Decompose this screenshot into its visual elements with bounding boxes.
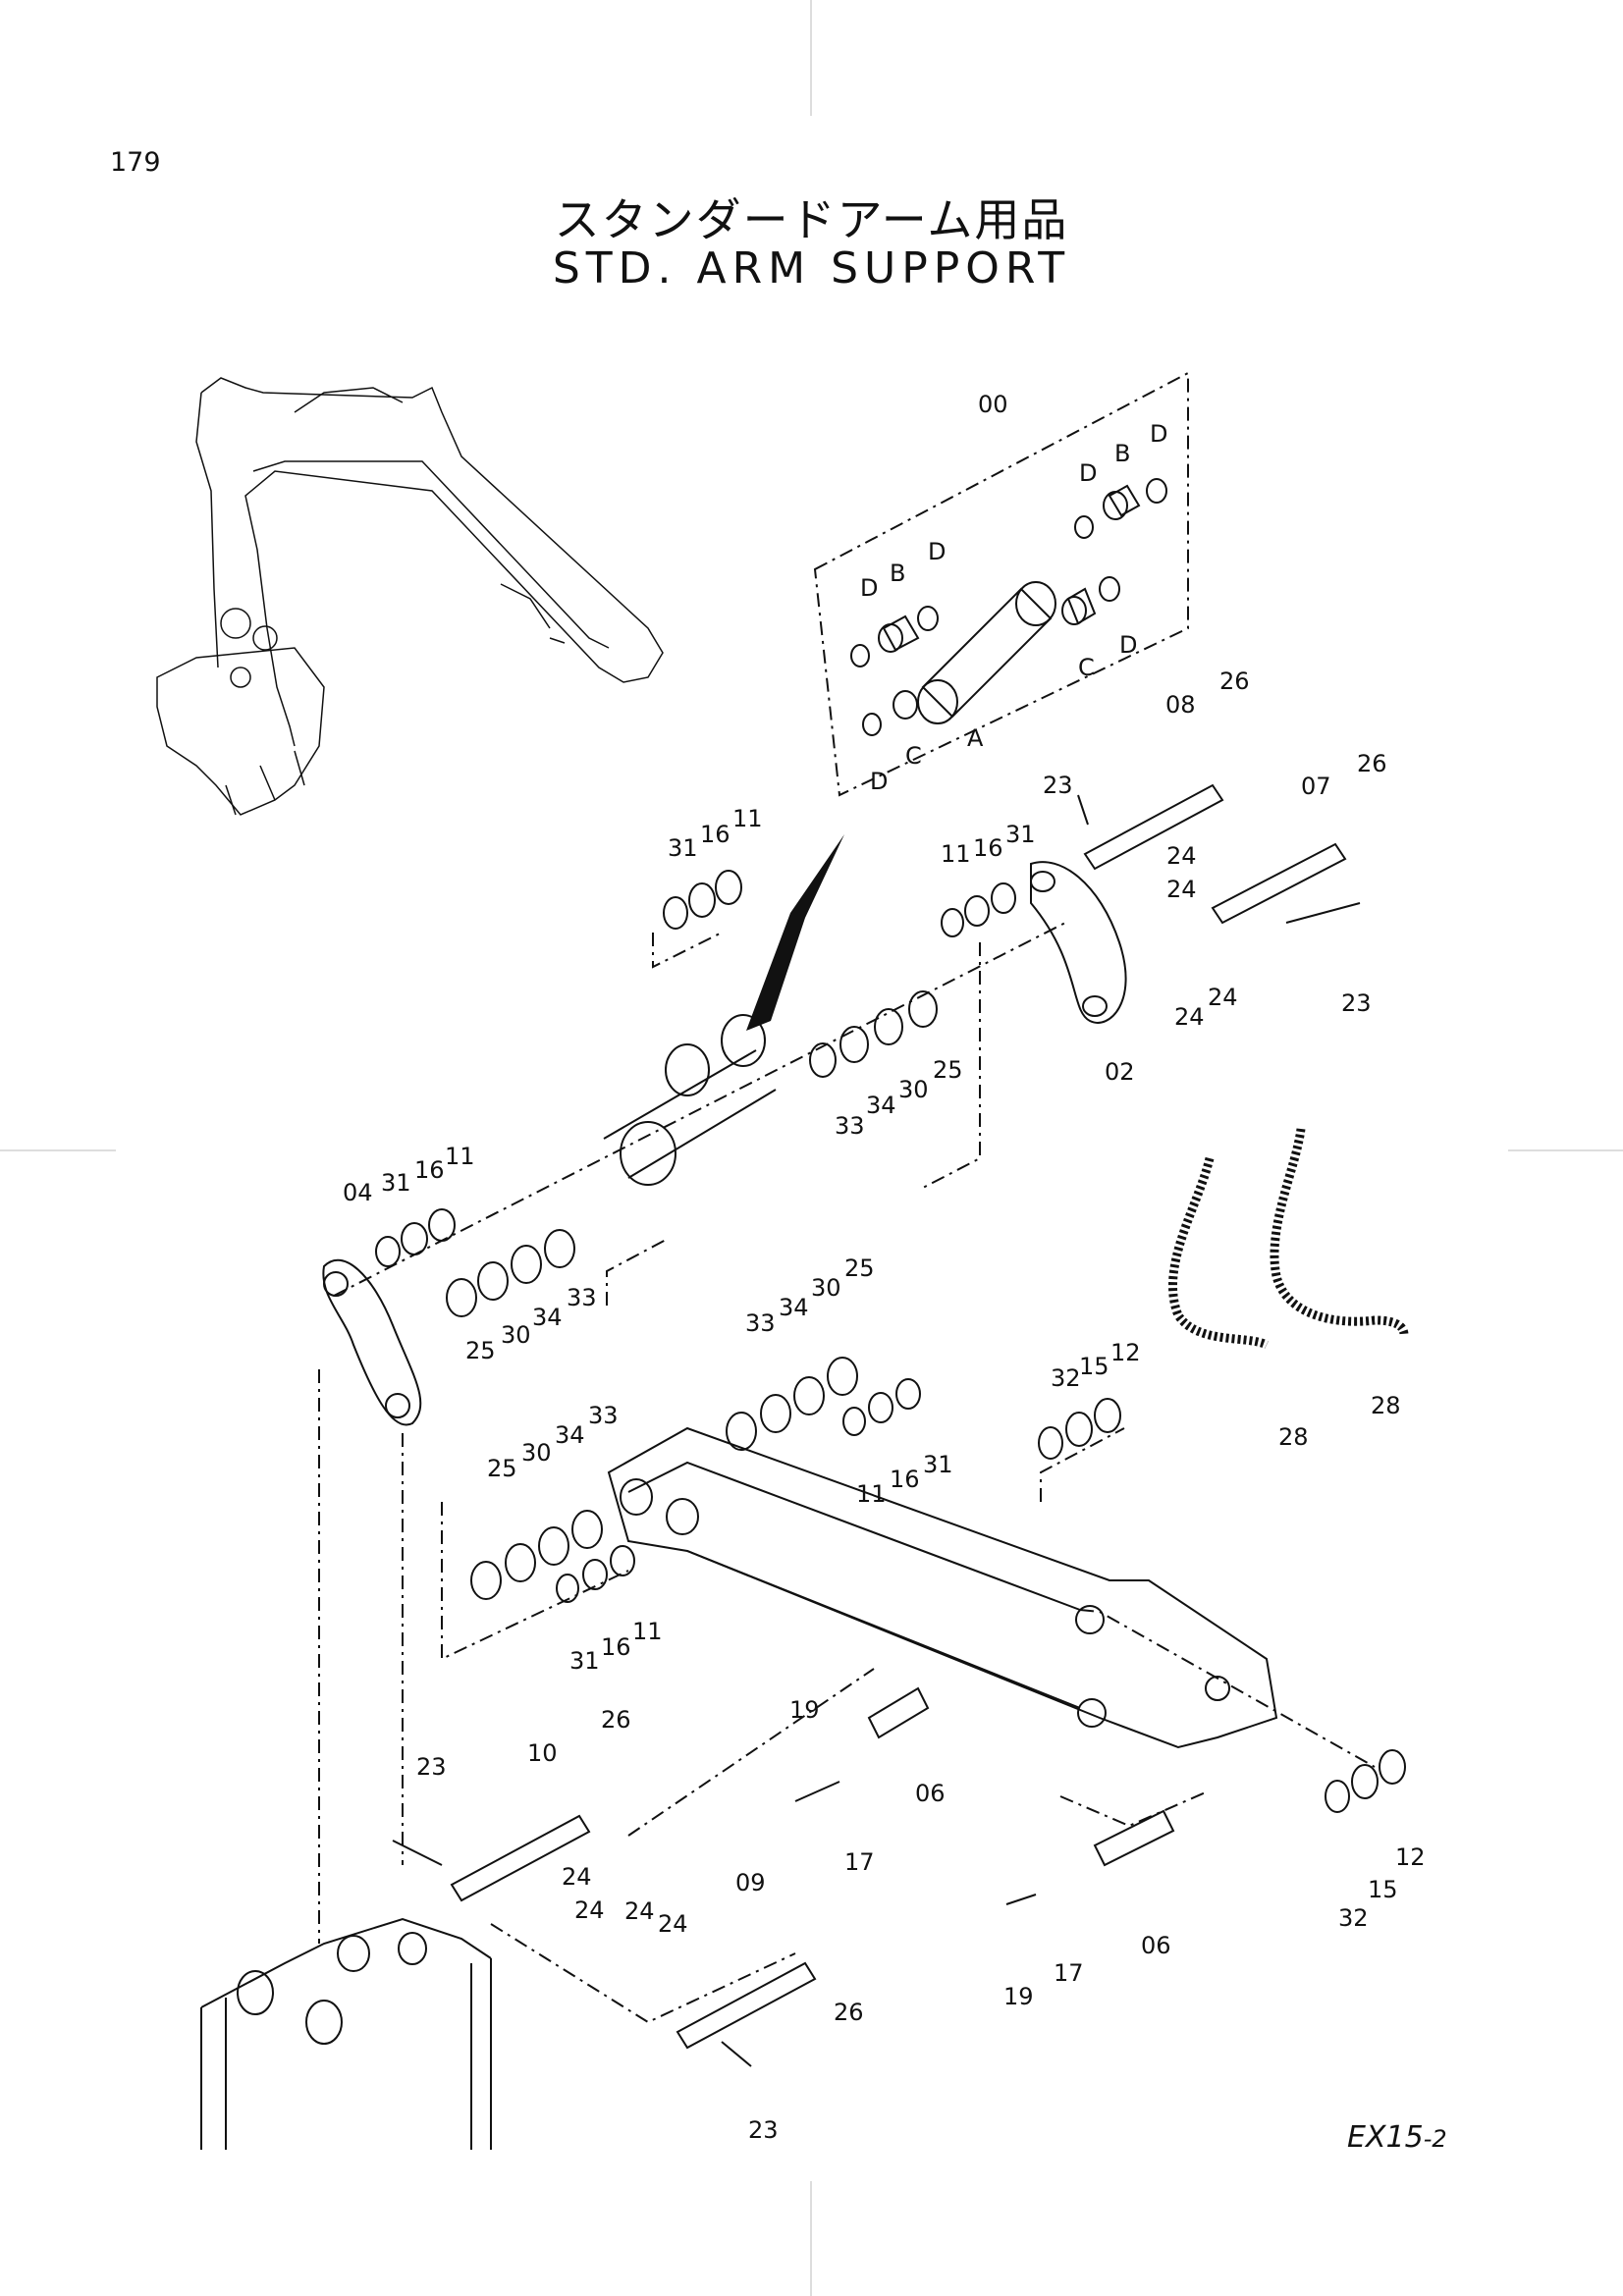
callout-label: 30: [898, 1076, 929, 1103]
bushing-kit-parts: [850, 478, 1167, 736]
callout-label: 11: [856, 1480, 887, 1508]
callout-label: 24: [574, 1896, 605, 1924]
callout-label: 23: [416, 1753, 447, 1781]
model-name: EX15: [1347, 2120, 1424, 2155]
callout-label: 16: [601, 1633, 631, 1661]
callout-label: 26: [1219, 667, 1250, 695]
callout-label: A: [967, 724, 984, 752]
callout-label: 32: [1051, 1364, 1081, 1392]
callout-label: 31: [923, 1451, 953, 1478]
callout-label: 34: [532, 1304, 563, 1331]
callout-label: 24: [1166, 842, 1197, 870]
callout-label: 30: [521, 1439, 552, 1467]
callout-label: D: [1119, 631, 1137, 659]
callout-label: 34: [779, 1294, 809, 1321]
callout-label: 23: [748, 2116, 779, 2144]
callout-label: C: [905, 742, 922, 770]
callout-label: 16: [414, 1156, 445, 1184]
callout-label: 12: [1395, 1843, 1426, 1871]
callout-label: 30: [501, 1321, 531, 1349]
callout-label: 24: [658, 1910, 688, 1938]
callout-label: 25: [844, 1255, 875, 1282]
callout-label: 16: [700, 821, 730, 848]
swing-bracket-body: [607, 1426, 1376, 1768]
title-english: STD. ARM SUPPORT: [552, 243, 1071, 294]
callout-label: 26: [601, 1706, 631, 1734]
callout-label: 32: [1338, 1904, 1369, 1932]
callout-label: D: [1079, 459, 1097, 487]
callout-label: 15: [1079, 1353, 1109, 1380]
callout-label: 25: [465, 1337, 496, 1364]
callout-label: 11: [941, 840, 971, 868]
washers: [375, 870, 1406, 1813]
callout-label: 25: [933, 1056, 963, 1084]
callout-label: 28: [1278, 1423, 1309, 1451]
callout-label: 34: [555, 1421, 585, 1449]
callout-label: 15: [1368, 1876, 1398, 1903]
pins-hardware: [392, 783, 1361, 2067]
callout-label: 17: [844, 1848, 875, 1876]
main-pivot-assembly: [318, 861, 1406, 1944]
callout-label: 23: [1043, 772, 1073, 799]
callout-label: 24: [1174, 1003, 1205, 1031]
callout-label: 24: [1166, 876, 1197, 903]
callout-label: 24: [562, 1863, 592, 1891]
callout-label: 16: [890, 1466, 920, 1493]
callout-label: 34: [866, 1092, 896, 1119]
callout-label: C: [1078, 654, 1095, 681]
callout-label: 31: [569, 1647, 600, 1675]
callout-label: D: [1150, 420, 1167, 448]
callout-label: 11: [732, 805, 763, 832]
callout-label: 00: [978, 391, 1008, 418]
callout-label: D: [870, 768, 888, 795]
callout-label: 16: [973, 834, 1003, 862]
excavator-overview: [156, 377, 664, 816]
title-japanese: スタンダードアーム用品: [554, 193, 1069, 246]
callout-label: 24: [624, 1897, 655, 1925]
callout-label: 30: [811, 1274, 841, 1302]
callout-label: 10: [527, 1739, 558, 1767]
callout-label: 26: [1357, 750, 1387, 777]
hoses: [1168, 1128, 1409, 1350]
bushing-kit-boundary: [746, 371, 1189, 1031]
callout-label: 33: [567, 1284, 597, 1311]
callout-label: 33: [745, 1309, 776, 1337]
callout-label: 31: [668, 834, 698, 862]
callout-label: B: [890, 560, 905, 587]
callout-label: 28: [1371, 1392, 1401, 1419]
callout-label: 33: [835, 1112, 865, 1140]
callout-label: 11: [632, 1618, 663, 1645]
callout-label: 31: [1005, 821, 1036, 848]
callout-label: 31: [381, 1169, 411, 1197]
boom-foot: [200, 1917, 492, 2150]
callout-label: 12: [1110, 1339, 1141, 1366]
page-number: 179: [110, 147, 161, 178]
callout-label: D: [860, 574, 878, 602]
callout-label: 07: [1301, 773, 1331, 800]
callout-label: 19: [789, 1696, 820, 1724]
callout-label: 06: [1141, 1932, 1171, 1959]
kit-pointer-arrow: [746, 834, 844, 1031]
callout-label: 06: [915, 1780, 946, 1807]
callout-label: 04: [343, 1179, 373, 1206]
model-suffix: -2: [1423, 2125, 1447, 2153]
callout-label: 23: [1341, 989, 1372, 1017]
callout-label: 33: [588, 1402, 619, 1429]
callout-label: D: [928, 538, 946, 565]
callout-label: 24: [1208, 984, 1238, 1011]
callout-label: 25: [487, 1455, 517, 1482]
callout-label: B: [1114, 440, 1130, 467]
callout-label: 17: [1054, 1959, 1084, 1987]
callout-label: 02: [1105, 1058, 1135, 1086]
callout-label: 09: [735, 1869, 766, 1896]
callout-label: 08: [1165, 691, 1196, 719]
callout-label: 11: [445, 1143, 475, 1170]
callout-label: 19: [1003, 1983, 1034, 2010]
model-code: EX15-2: [1347, 2120, 1447, 2155]
callout-label: 26: [834, 1999, 864, 2026]
